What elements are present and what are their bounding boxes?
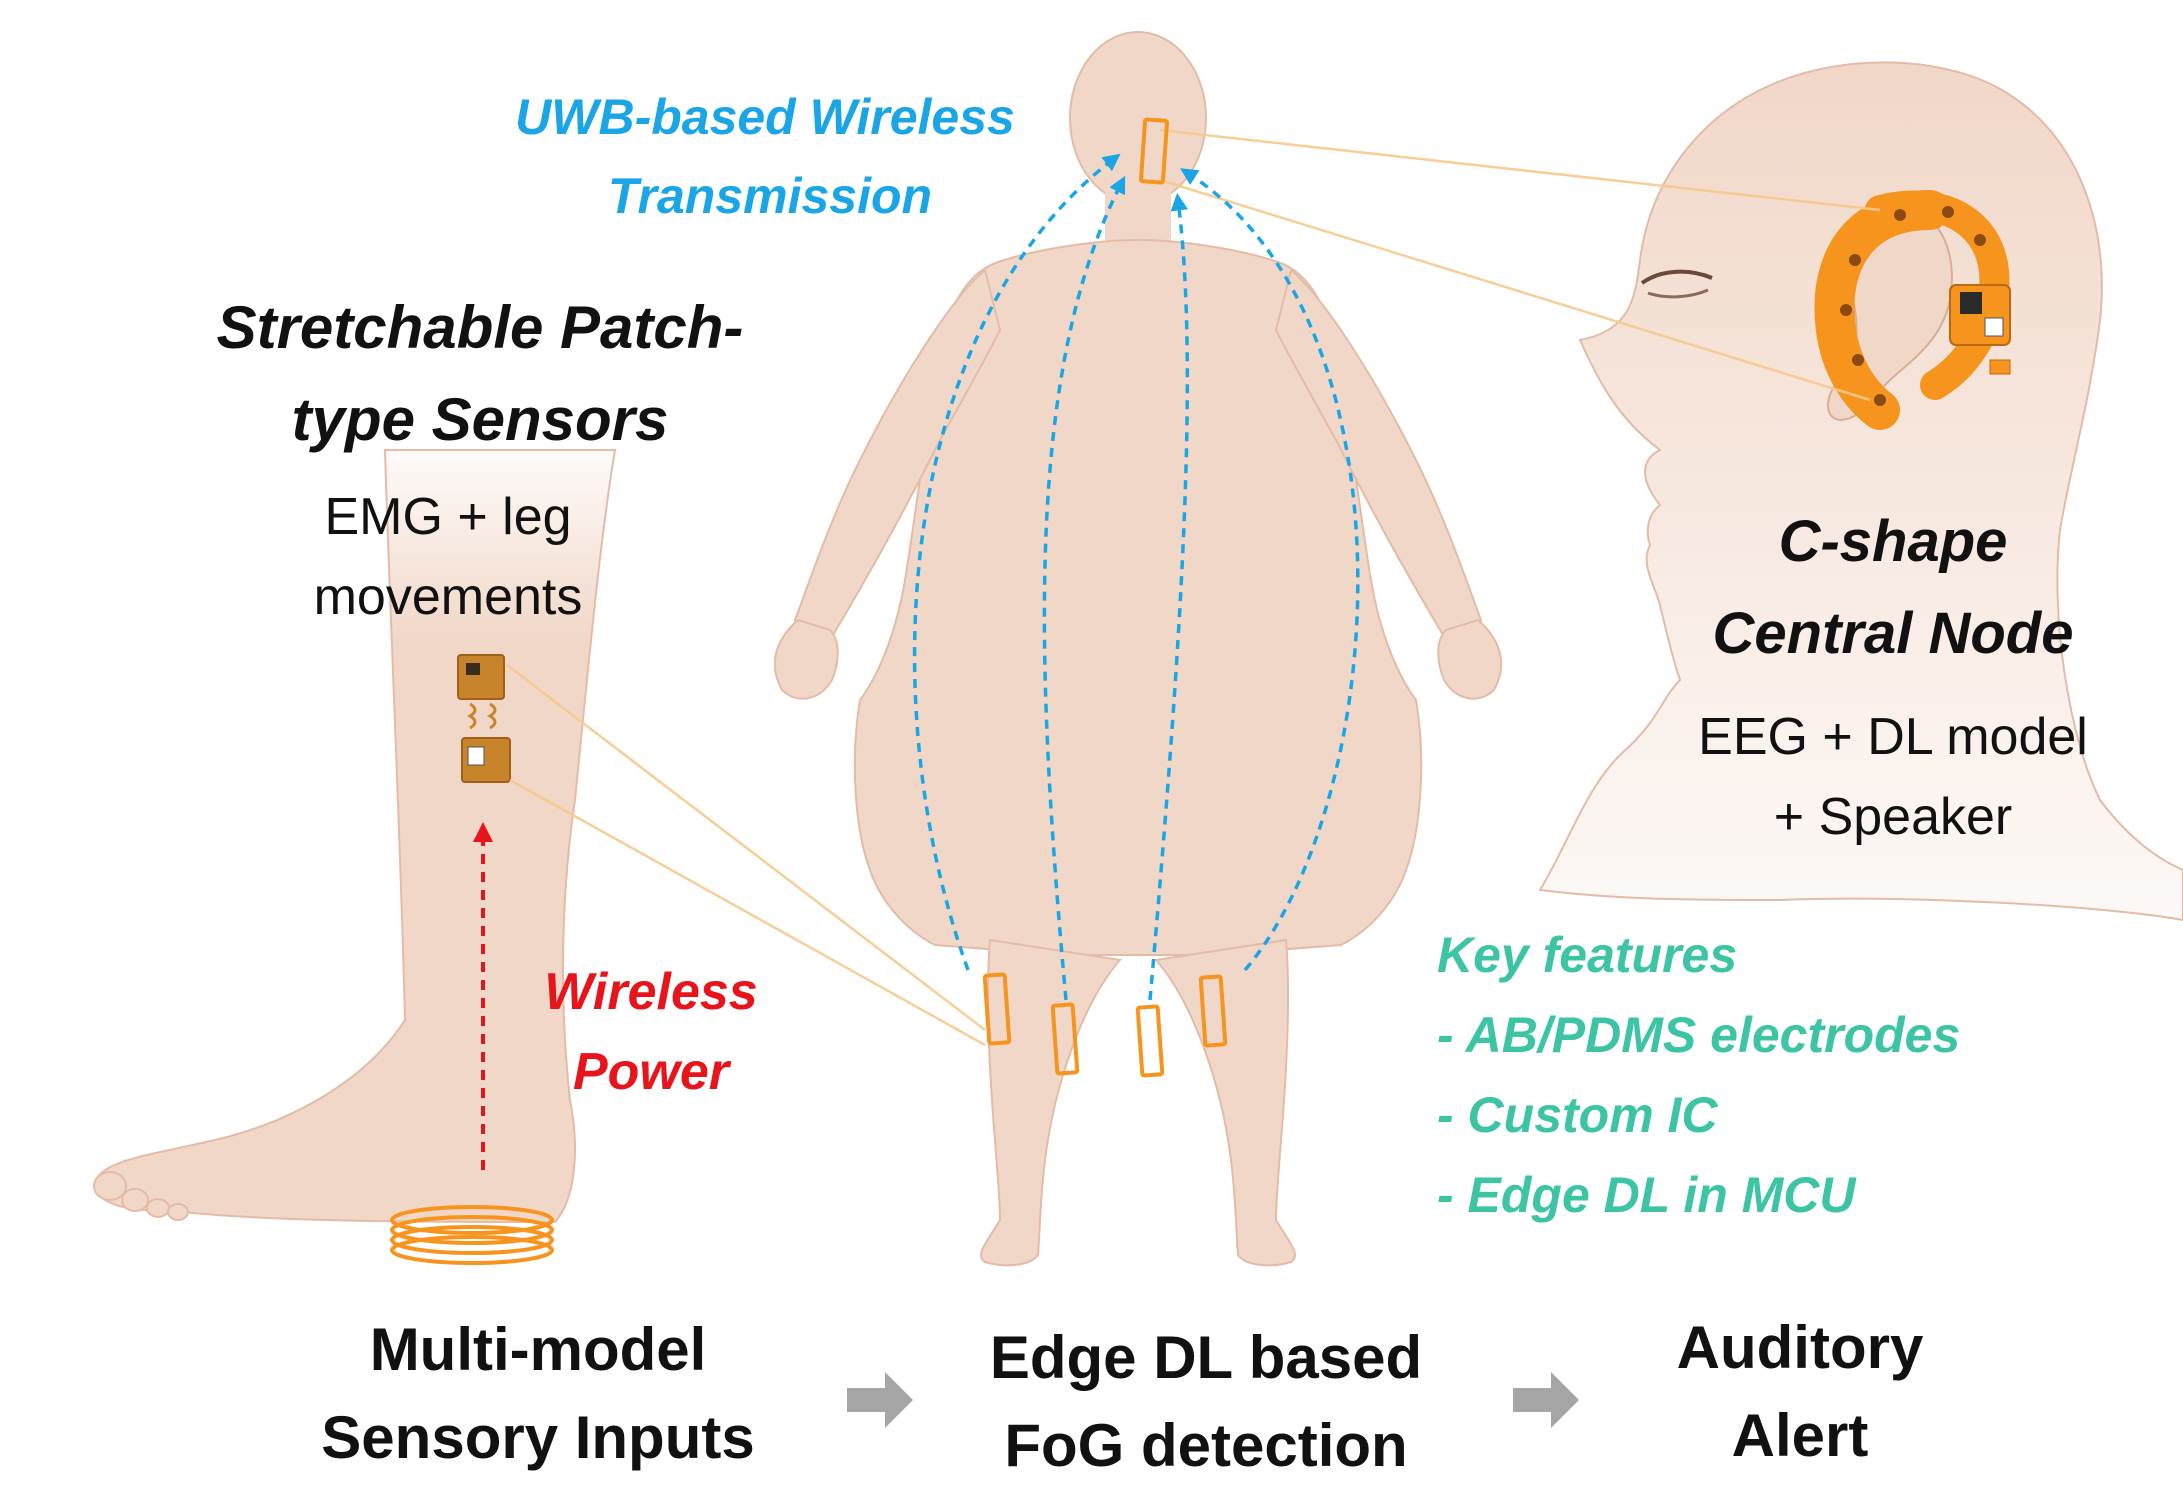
flow-step1-line1: Multi-model	[369, 1316, 707, 1383]
flow-step2-line2: FoG detection	[1004, 1412, 1408, 1479]
feature-item-electrodes: - AB/PDMS electrodes	[1437, 1007, 1961, 1063]
sensors-title-line2: type Sensors	[291, 386, 669, 453]
sensors-title-line1: Stretchable Patch-	[216, 294, 744, 361]
node-sub-line2: + Speaker	[1773, 788, 2013, 846]
sensors-sub-line1: EMG + leg	[324, 488, 572, 546]
flow-arrow-2	[1513, 1372, 1579, 1428]
features-title: Key features	[1437, 927, 1738, 983]
flow-step2-line1: Edge DL based	[989, 1324, 1423, 1391]
power-label-line2: Power	[572, 1043, 730, 1101]
flow-step3-line2: Alert	[1731, 1402, 1869, 1469]
flow-step3-line1: Auditory	[1676, 1314, 1924, 1381]
feature-item-edge-dl: - Edge DL in MCU	[1437, 1167, 1856, 1223]
uwb-label-line2: Transmission	[607, 168, 933, 224]
human-body-illustration	[773, 31, 1503, 1267]
uwb-transmission-arrows	[912, 153, 1360, 1001]
uwb-label-line1: UWB-based Wireless	[515, 89, 1015, 145]
c-shape-central-node	[1814, 190, 2011, 430]
feature-item-custom-ic: - Custom IC	[1437, 1087, 1718, 1143]
flow-step1-line2: Sensory Inputs	[321, 1404, 755, 1471]
body-sensor-nodes	[982, 117, 1228, 1078]
connector-lines	[506, 128, 1881, 1047]
node-sub-line1: EEG + DL model	[1698, 708, 2088, 766]
node-title-line1: C-shape	[1778, 509, 2008, 574]
leg-illustration	[93, 449, 617, 1224]
power-label-line1: Wireless	[544, 963, 758, 1021]
leg-sensor-patch	[457, 654, 511, 783]
flow-arrows	[847, 1372, 1579, 1428]
sensors-sub-line2: movements	[313, 568, 583, 626]
flow-arrow-1	[847, 1372, 913, 1428]
node-title-line2: Central Node	[1712, 601, 2074, 666]
wireless-power-coil	[390, 1205, 554, 1265]
